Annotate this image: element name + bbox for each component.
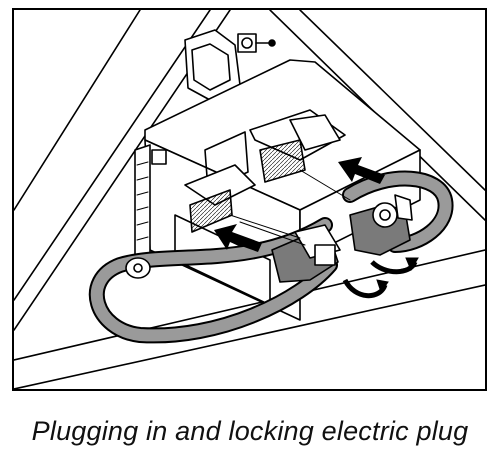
electric-plug-right	[349, 194, 413, 256]
electric-plug-left	[271, 224, 341, 283]
insertion-guide-lines	[229, 169, 351, 246]
push-arrow-icon	[214, 224, 262, 252]
rotate-arrow-icon	[370, 257, 419, 275]
cable-harness	[88, 170, 454, 344]
figure-caption: Plugging in and locking electric plug	[31, 416, 469, 446]
push-arrow-icon	[338, 157, 385, 184]
rotate-arrow-icon	[342, 278, 389, 299]
